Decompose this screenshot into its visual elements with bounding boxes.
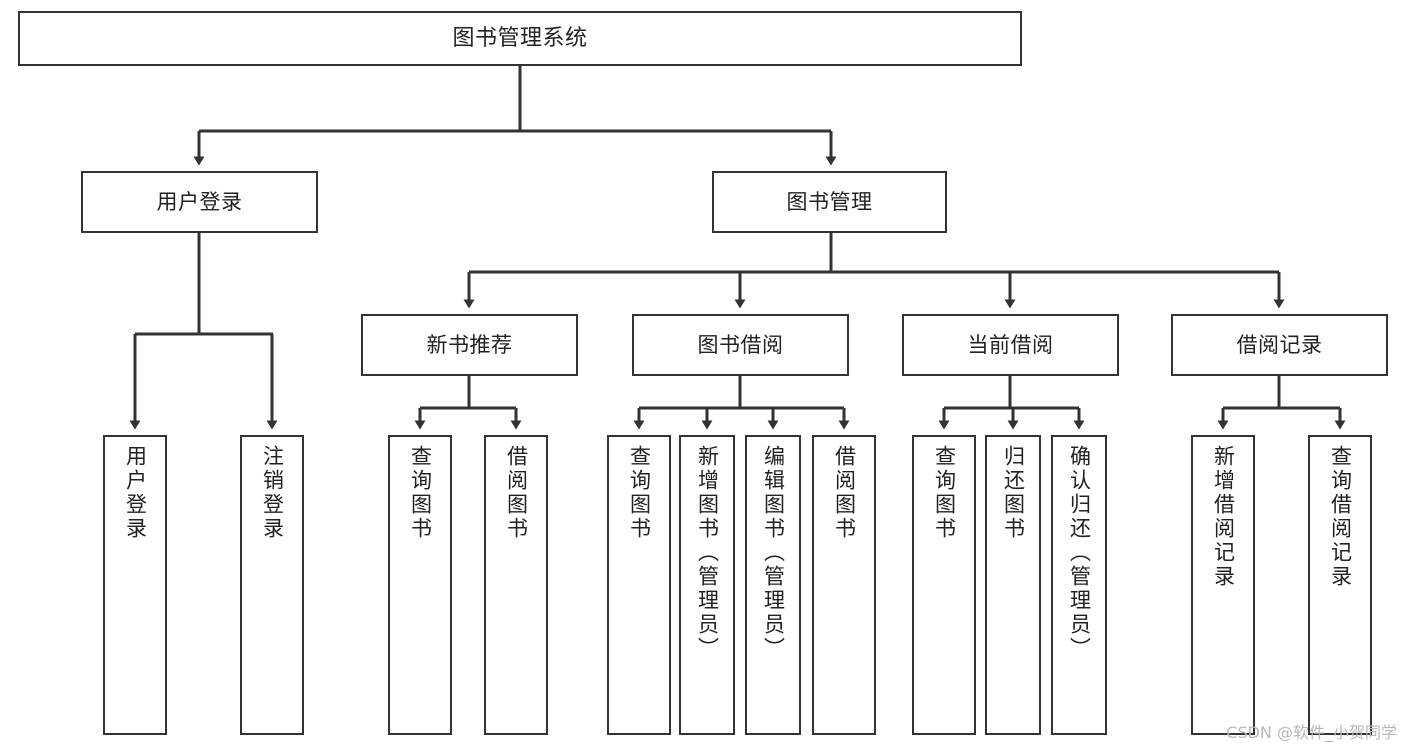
leaf-user-logout[interactable]: 注销登录 [240,435,304,735]
node-borrow-record-label: 借阅记录 [1236,332,1323,357]
node-new-book-recommend[interactable]: 新书推荐 [361,314,578,376]
leaf-query-book-1-label: 查询图书 [408,445,433,541]
leaf-user-login[interactable]: 用户登录 [103,435,167,735]
node-book-manage[interactable]: 图书管理 [712,171,947,233]
leaf-user-login-label: 用户登录 [123,445,148,541]
leaf-query-book-1[interactable]: 查询图书 [388,435,452,735]
node-user-login[interactable]: 用户登录 [81,171,318,233]
leaf-add-book[interactable]: 新增图书（管理员） [679,435,735,735]
leaf-confirm-return-label: 确认归还（管理员） [1067,445,1092,661]
leaf-query-book-3[interactable]: 查询图书 [912,435,976,735]
leaf-borrow-book-2-label: 借阅图书 [832,445,857,541]
leaf-borrow-book-2[interactable]: 借阅图书 [812,435,876,735]
leaf-add-record[interactable]: 新增借阅记录 [1191,435,1255,735]
node-user-login-label: 用户登录 [156,189,243,214]
watermark-text: CSDN @软件_小贺同学 [1226,723,1397,742]
leaf-add-record-label: 新增借阅记录 [1211,445,1236,589]
leaf-edit-book[interactable]: 编辑图书（管理员） [745,435,801,735]
leaf-query-book-2-label: 查询图书 [627,445,652,541]
node-root-label: 图书管理系统 [452,25,588,51]
node-book-borrow-label: 图书借阅 [697,332,784,357]
leaf-return-book[interactable]: 归还图书 [985,435,1041,735]
node-root[interactable]: 图书管理系统 [18,11,1022,66]
leaf-query-book-3-label: 查询图书 [932,445,957,541]
leaf-query-record-label: 查询借阅记录 [1328,445,1353,589]
leaf-user-logout-label: 注销登录 [260,445,285,541]
leaf-edit-book-label: 编辑图书（管理员） [761,445,786,661]
leaf-borrow-book-1-label: 借阅图书 [504,445,529,541]
leaf-query-book-2[interactable]: 查询图书 [607,435,671,735]
node-book-borrow[interactable]: 图书借阅 [632,314,849,376]
node-new-book-recommend-label: 新书推荐 [426,332,513,357]
node-borrow-record[interactable]: 借阅记录 [1171,314,1388,376]
node-current-borrow-label: 当前借阅 [967,332,1054,357]
leaf-borrow-book-1[interactable]: 借阅图书 [484,435,548,735]
node-book-manage-label: 图书管理 [786,189,873,214]
leaf-confirm-return[interactable]: 确认归还（管理员） [1051,435,1107,735]
leaf-query-record[interactable]: 查询借阅记录 [1308,435,1372,735]
node-current-borrow[interactable]: 当前借阅 [902,314,1119,376]
leaf-return-book-label: 归还图书 [1001,445,1026,541]
leaf-add-book-label: 新增图书（管理员） [695,445,720,661]
